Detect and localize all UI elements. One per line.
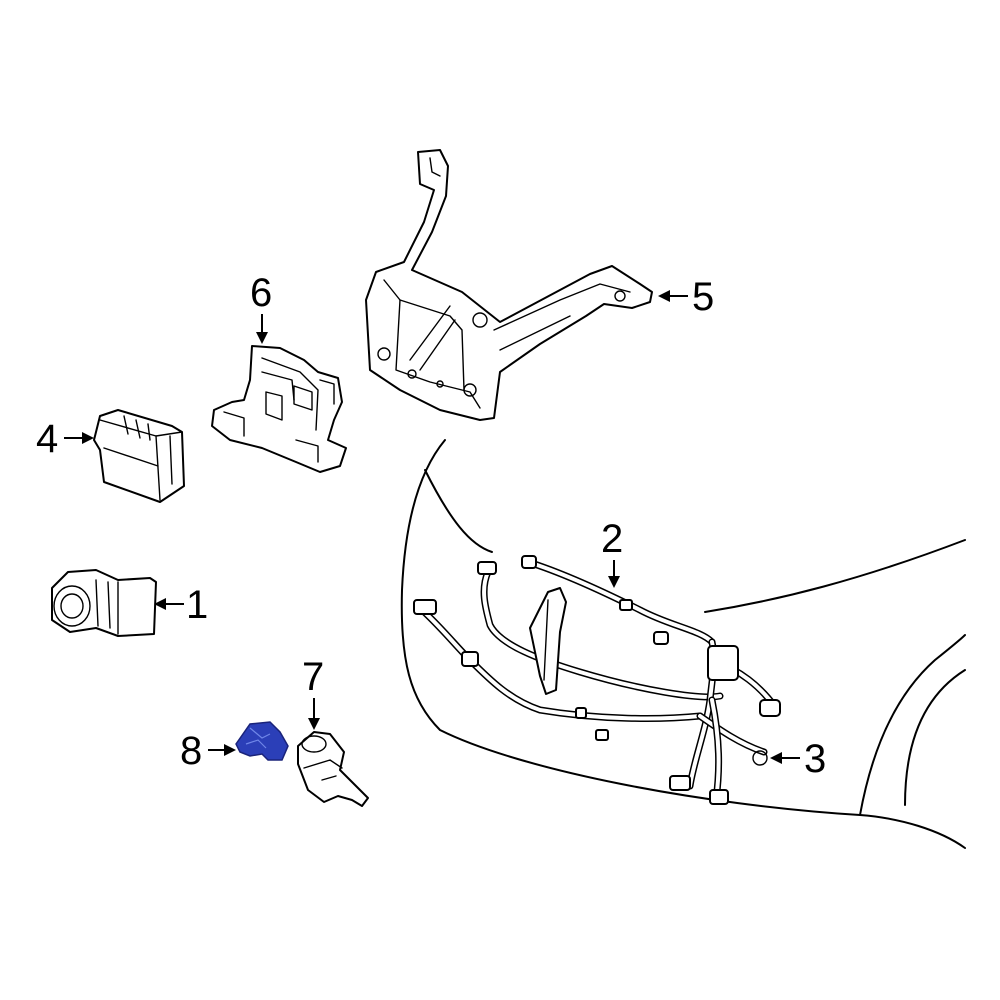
- module-part-6[interactable]: [211, 345, 347, 473]
- retainer-part-8[interactable]: [235, 721, 289, 761]
- callout-arrows: [64, 290, 800, 764]
- callout-label-5: 5: [692, 275, 714, 319]
- callout-label-6: 6: [250, 271, 272, 315]
- callout-label-8: 8: [180, 729, 202, 773]
- callout-label-3: 3: [804, 737, 826, 781]
- sensor-part-7[interactable]: [297, 731, 369, 807]
- callout-label-2: 2: [601, 517, 623, 561]
- callout-label-7: 7: [302, 655, 324, 699]
- callout-label-1: 1: [186, 583, 208, 627]
- sensor-part-1[interactable]: [51, 569, 157, 637]
- bracket-part-5[interactable]: [365, 149, 653, 421]
- wiring-harness-part-2[interactable]: [413, 555, 781, 805]
- module-part-4[interactable]: [93, 409, 185, 503]
- vehicle-body-outline: [400, 439, 966, 849]
- callout-label-4: 4: [36, 417, 58, 461]
